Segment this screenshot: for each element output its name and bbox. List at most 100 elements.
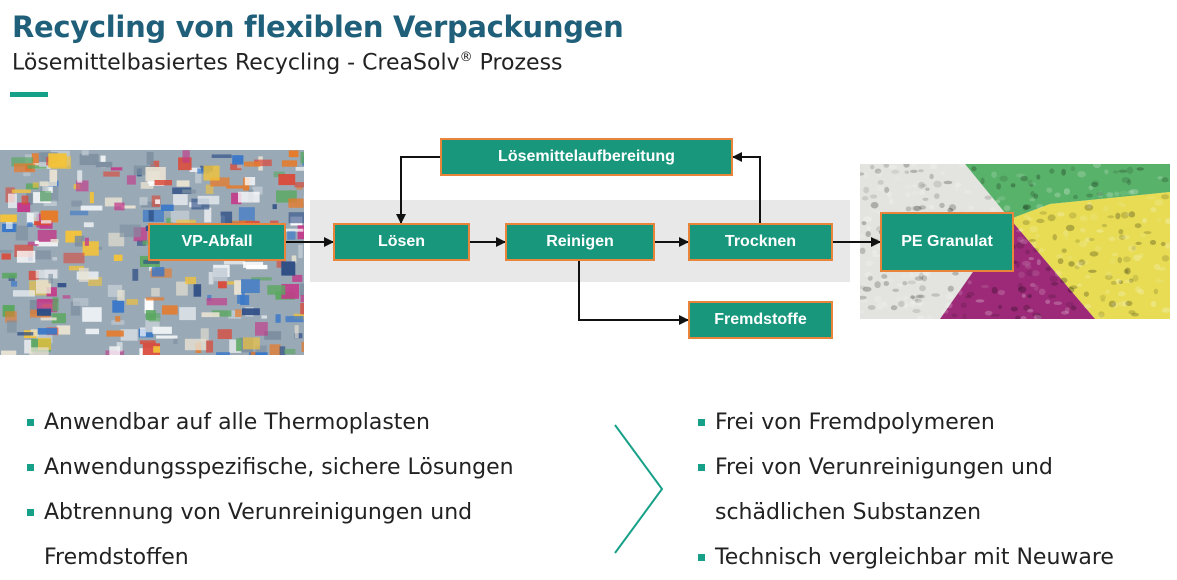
waste-flake: [244, 161, 260, 167]
waste-flake: [112, 300, 125, 313]
pellet: [864, 271, 872, 278]
waste-flake: [63, 252, 85, 264]
waste-flake: [282, 228, 304, 232]
pellet: [1122, 300, 1129, 307]
pellet: [1052, 234, 1057, 241]
waste-flake: [281, 261, 296, 276]
pellet: [1154, 199, 1164, 206]
arrow-trocknen-aufbereitung: [732, 152, 761, 224]
waste-flake: [144, 298, 154, 314]
pellet: [910, 169, 918, 173]
waste-flake: [81, 150, 89, 156]
pellet: [1036, 313, 1042, 319]
pellet: [1065, 301, 1074, 307]
pellet: [905, 191, 910, 197]
waste-flake: [6, 219, 13, 229]
pellet: [919, 205, 926, 210]
pellet: [917, 181, 926, 189]
waste-flake: [146, 151, 154, 165]
waste-flake: [84, 237, 89, 246]
waste-flake: [226, 185, 244, 189]
waste-flake: [176, 281, 188, 296]
pellet: [1087, 202, 1092, 209]
pellet: [1127, 179, 1132, 186]
waste-flake: [285, 316, 304, 323]
waste-flake: [21, 195, 29, 205]
waste-flake: [212, 267, 228, 282]
waste-flake: [291, 255, 297, 264]
waste-flake: [252, 186, 263, 195]
pellet: [870, 201, 879, 209]
waste-flake: [145, 167, 166, 182]
pellet: [1022, 205, 1029, 211]
pellet: [883, 164, 890, 168]
waste-flake: [1, 350, 17, 355]
pellet: [1036, 174, 1041, 180]
pellet: [1023, 304, 1031, 311]
waste-flake: [278, 174, 296, 186]
waste-flake: [77, 170, 83, 183]
pellet: [1109, 257, 1116, 265]
pellet: [1029, 198, 1035, 202]
pellet: [1143, 231, 1152, 235]
arrow-aufbereitung-loesen: [396, 156, 440, 224]
pellet: [860, 310, 864, 314]
waste-flake: [113, 254, 123, 261]
waste-flake: [37, 308, 52, 316]
waste-flake: [40, 317, 57, 321]
waste-flake: [153, 346, 160, 353]
pellet: [880, 276, 887, 282]
waste-flake: [78, 267, 89, 282]
pellet: [1018, 271, 1025, 278]
pellet: [913, 205, 922, 212]
pellet: [1119, 190, 1128, 196]
pellet: [1016, 236, 1025, 243]
pellet: [1018, 228, 1024, 232]
pellet: [1020, 316, 1027, 319]
pellet: [891, 169, 900, 174]
waste-flake: [269, 344, 281, 355]
pellet: [1108, 300, 1117, 308]
pellet: [867, 275, 873, 281]
pellet: [964, 190, 972, 194]
waste-flake: [7, 320, 17, 333]
pellet: [1045, 266, 1051, 272]
pellet: [866, 225, 871, 231]
pellet: [922, 270, 929, 277]
bullet-item: Frei von Fremdpolymeren: [683, 400, 1114, 445]
pellet: [1033, 193, 1039, 199]
waste-flake: [279, 346, 286, 355]
pellet: [1161, 194, 1170, 200]
pellet: [1020, 175, 1028, 182]
pellet: [1089, 213, 1099, 220]
pellet: [1146, 196, 1155, 200]
pellet: [897, 283, 903, 287]
waste-flake: [300, 295, 304, 303]
pellet: [954, 183, 959, 191]
pellet: [1039, 211, 1048, 215]
pellet: [912, 308, 921, 314]
waste-flake: [71, 200, 82, 207]
pellet: [911, 164, 916, 167]
waste-flake: [205, 184, 214, 194]
waste-flake: [300, 151, 304, 164]
pellet: [1107, 215, 1115, 219]
waste-flake: [300, 303, 304, 315]
pellet: [980, 177, 985, 185]
pellet: [991, 286, 998, 294]
pellet: [910, 295, 915, 299]
pellet: [1083, 291, 1089, 297]
pellet: [1051, 282, 1059, 286]
subtitle-main: Lösemittelbasiertes Recycling - CreaSolv: [12, 50, 460, 76]
pellet: [933, 180, 942, 188]
pellet: [1150, 300, 1157, 307]
waste-flake: [82, 307, 102, 322]
pellet: [1064, 236, 1069, 241]
waste-flake: [150, 160, 160, 170]
pellet: [1057, 258, 1064, 265]
waste-flake: [267, 285, 286, 295]
pellet: [943, 180, 953, 185]
pellet: [1078, 241, 1088, 248]
pellet: [903, 302, 909, 309]
pellet: [874, 168, 882, 174]
